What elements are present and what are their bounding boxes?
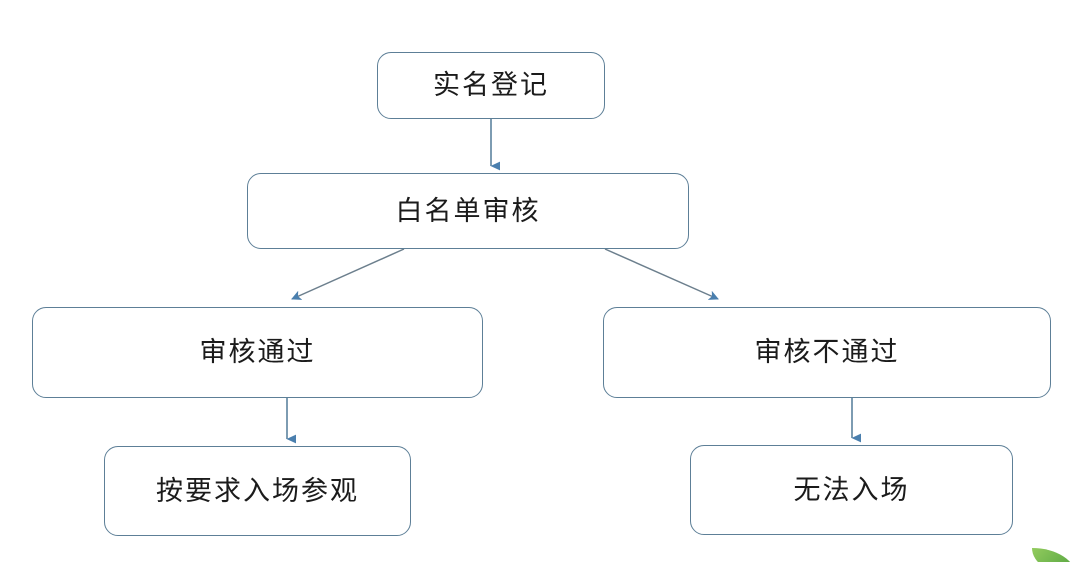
flow-node-fail[interactable]: 审核不通过: [603, 307, 1051, 398]
leaf-shape: [1032, 548, 1076, 562]
edge-review-to-fail: [604, 248, 719, 300]
flow-node-start[interactable]: 实名登记: [377, 52, 605, 119]
flow-node-label: 白名单审核: [395, 195, 541, 226]
flow-node-label: 按要求入场参观: [156, 475, 359, 506]
edge-review-to-pass: [291, 248, 405, 300]
flow-node-label: 审核通过: [199, 337, 316, 367]
flow-node-no-entry[interactable]: 无法入场: [690, 445, 1013, 535]
leaf-watermark-icon: [1032, 548, 1078, 562]
flow-node-review[interactable]: 白名单审核: [247, 173, 689, 249]
flow-node-pass[interactable]: 审核通过: [32, 307, 483, 398]
flow-node-label: 审核不通过: [754, 337, 900, 367]
flow-node-enter-venue[interactable]: 按要求入场参观: [104, 446, 411, 536]
flow-node-label: 无法入场: [793, 474, 910, 505]
flow-node-label: 实名登记: [433, 70, 549, 100]
